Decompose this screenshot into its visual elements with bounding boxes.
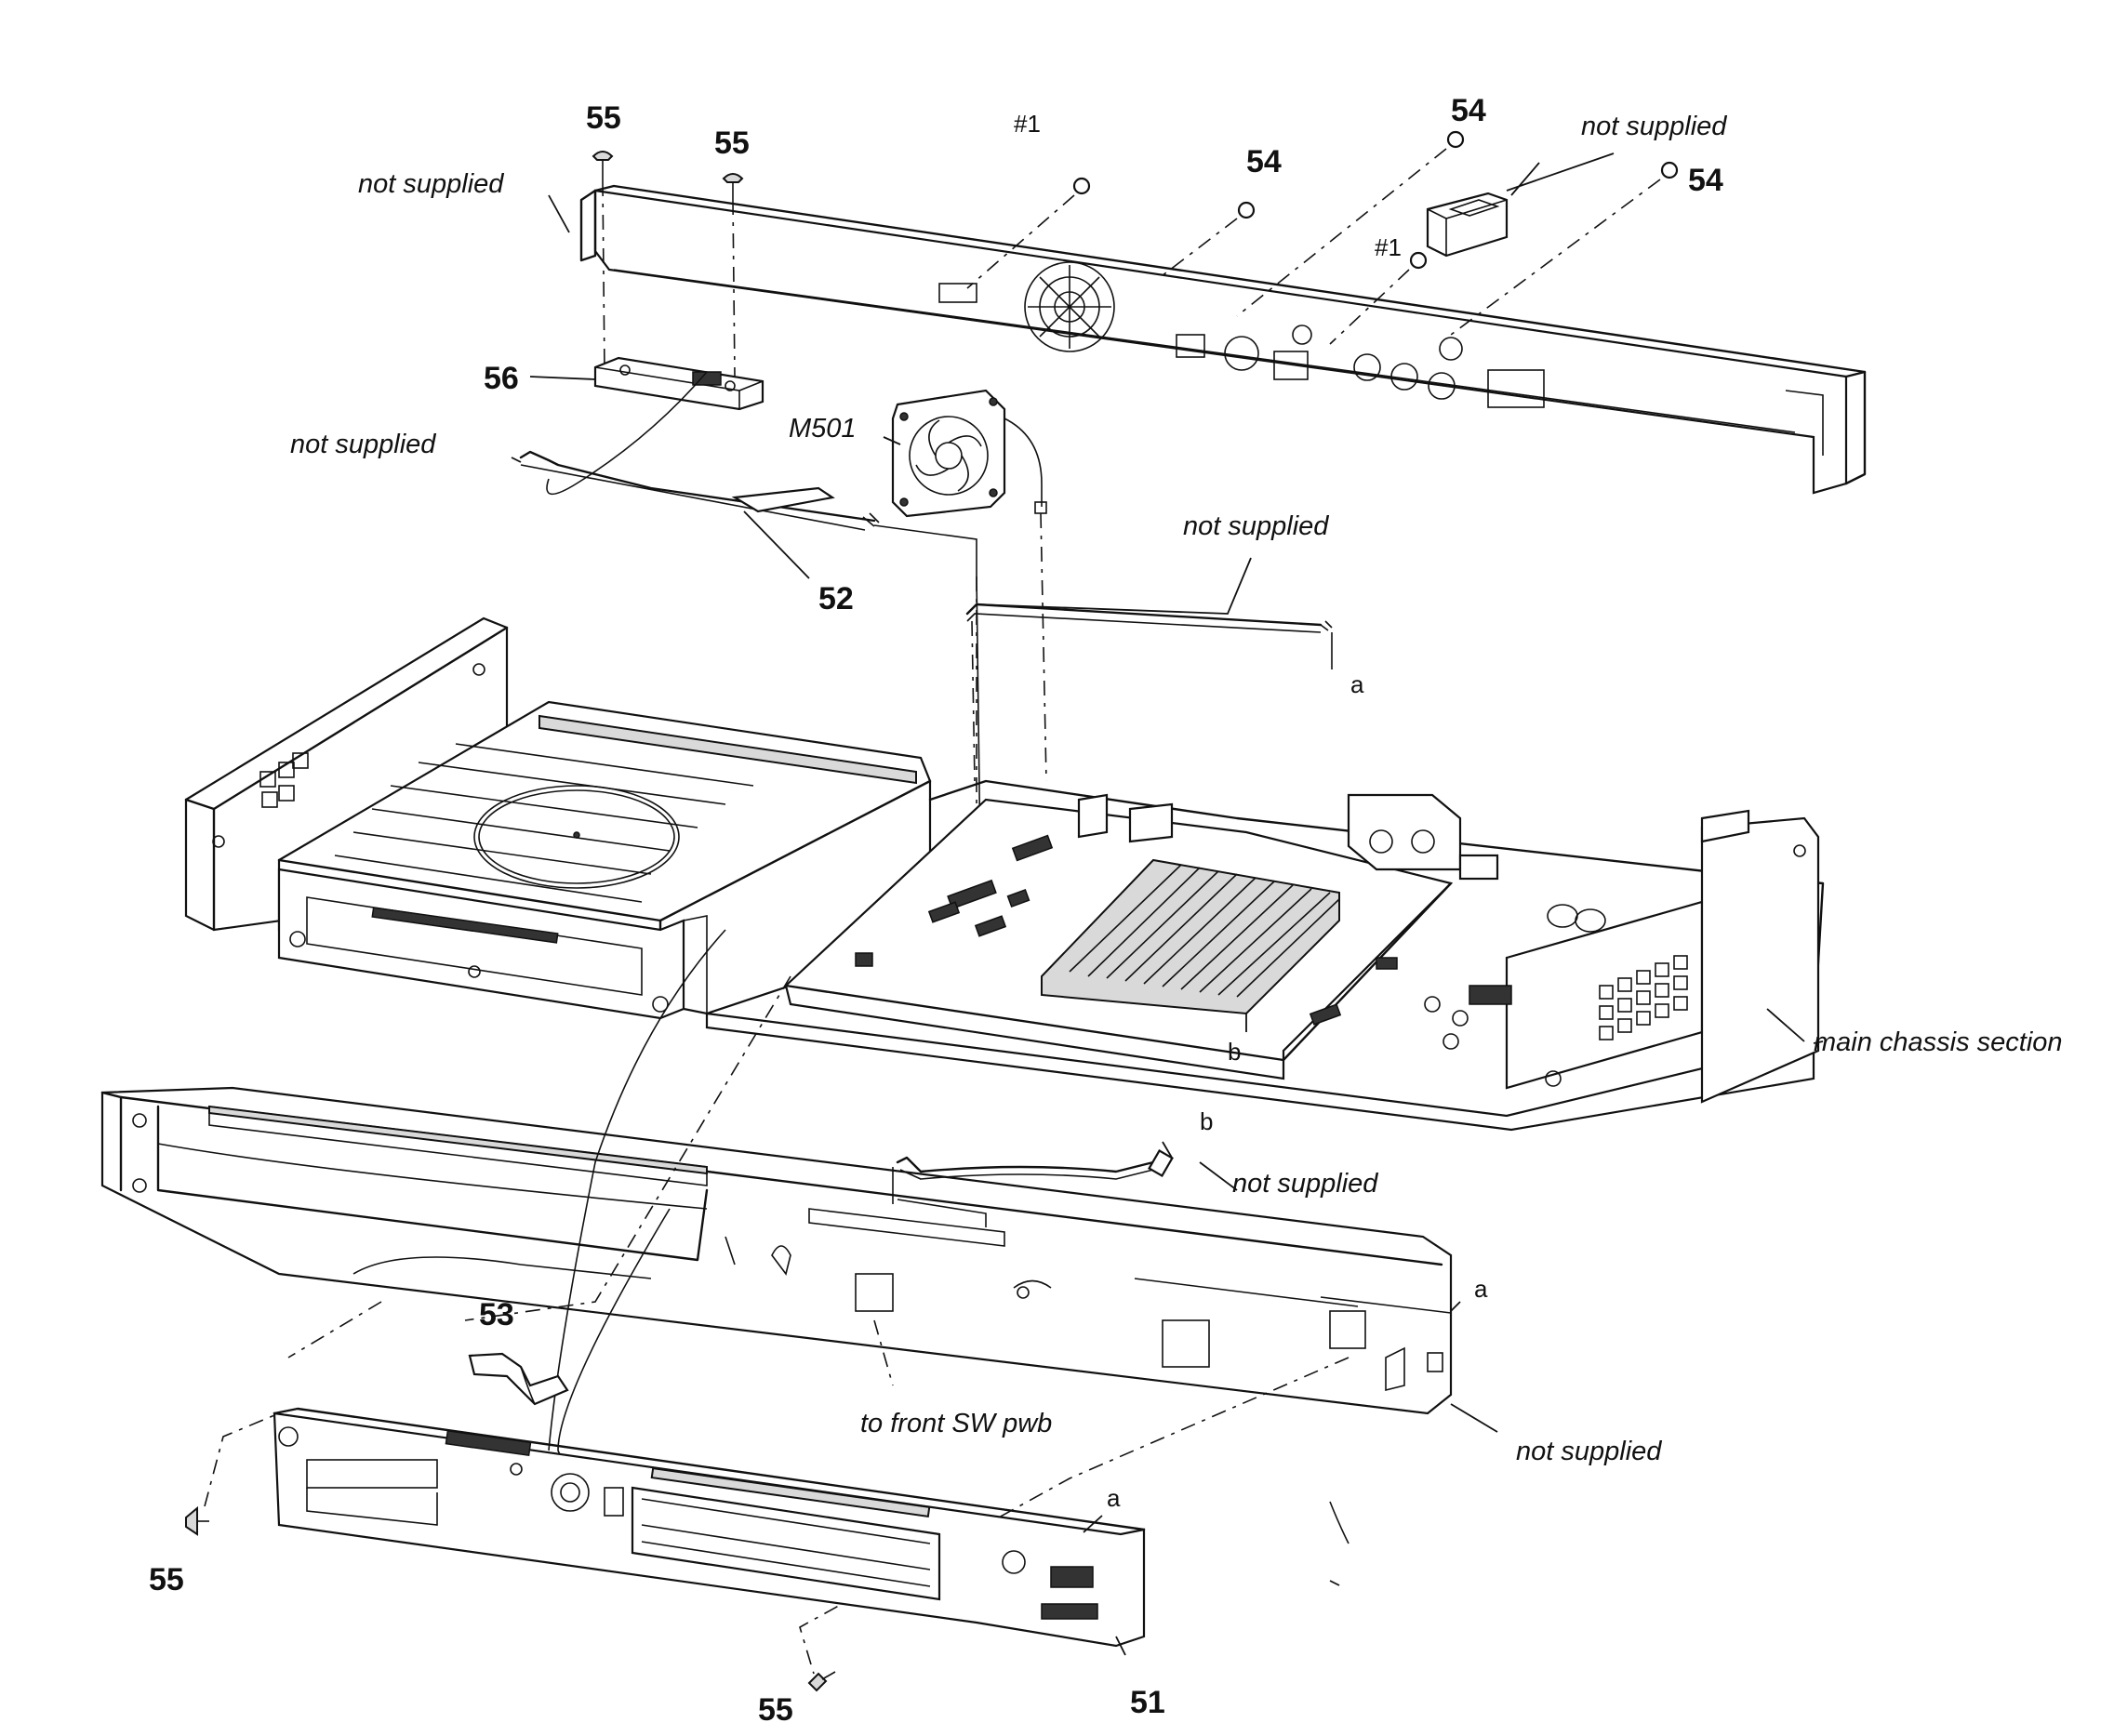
note-labels: not supplied not supplied not supplied n… bbox=[290, 112, 2063, 1466]
label-a-front: a bbox=[1474, 1275, 1488, 1303]
label-1-mid: #1 bbox=[1375, 233, 1402, 261]
label-b-cable: b bbox=[1200, 1107, 1213, 1135]
note-not-supplied-top-left: not supplied bbox=[358, 169, 504, 199]
dvd-drive-unit bbox=[184, 616, 932, 1020]
note-to-front-sw-pwb: to front SW pwb bbox=[860, 1409, 1052, 1438]
vent-holes bbox=[1599, 955, 1688, 1040]
label-a-pwb: a bbox=[1107, 1484, 1121, 1512]
label-54-mid: 54 bbox=[1246, 144, 1282, 179]
label-m501: M501 bbox=[789, 414, 857, 444]
screw-55-a-icon bbox=[592, 151, 614, 181]
cable-52 bbox=[519, 450, 982, 931]
cable-not-supplied-mid bbox=[965, 603, 1333, 782]
leader-lines bbox=[511, 152, 1824, 1656]
note-not-supplied-cable-mid: not supplied bbox=[1183, 511, 1329, 541]
screw-55-b-icon bbox=[722, 173, 744, 200]
screws-top bbox=[592, 130, 1679, 270]
cable-b bbox=[892, 1148, 1174, 1227]
label-b-board: b bbox=[1228, 1038, 1241, 1066]
screw-54-c-icon bbox=[1660, 161, 1679, 179]
heat-sink bbox=[1041, 858, 1340, 1015]
part-labels: 55 55 #1 54 54 54 #1 56 M501 52 a b b a … bbox=[149, 93, 1723, 1728]
label-55-bottom-left: 55 bbox=[149, 1562, 184, 1597]
label-a-top: a bbox=[1350, 670, 1364, 698]
bracket-not-supplied bbox=[1426, 192, 1509, 258]
label-1-top: #1 bbox=[1014, 110, 1041, 138]
flat-cable-53 bbox=[468, 1352, 569, 1406]
fan-m501 bbox=[891, 389, 1047, 782]
main-chassis bbox=[705, 779, 1825, 1132]
label-54-top: 54 bbox=[1451, 93, 1486, 128]
screw-54-b-icon bbox=[1446, 130, 1465, 149]
note-main-chassis-section: main chassis section bbox=[1814, 1027, 2063, 1057]
screw-55-d-icon bbox=[807, 1671, 836, 1692]
fan-grille bbox=[1024, 261, 1115, 352]
screw-55-c-icon bbox=[185, 1505, 209, 1536]
label-54-right: 54 bbox=[1688, 163, 1723, 198]
screw-1-a-icon bbox=[1072, 177, 1091, 195]
note-not-supplied-front-right: not supplied bbox=[1516, 1437, 1662, 1466]
note-not-supplied-top-right: not supplied bbox=[1581, 112, 1727, 141]
note-not-supplied-cable-left: not supplied bbox=[290, 430, 436, 459]
screw-54-a-icon bbox=[1237, 201, 1256, 219]
label-56: 56 bbox=[484, 361, 519, 396]
stray-mark bbox=[1329, 1501, 1350, 1544]
label-53: 53 bbox=[479, 1297, 514, 1332]
label-55-top-left: 55 bbox=[586, 100, 621, 136]
front-bracket bbox=[100, 1086, 1453, 1415]
label-51: 51 bbox=[1130, 1685, 1165, 1720]
front-pwb-51 bbox=[273, 1407, 1146, 1648]
note-not-supplied-cable-b: not supplied bbox=[1232, 1169, 1378, 1199]
screws-bottom bbox=[185, 1505, 836, 1692]
alignment-lines-top bbox=[602, 148, 1661, 378]
label-52: 52 bbox=[818, 581, 854, 616]
rear-panel bbox=[579, 184, 1867, 495]
screw-1-b-icon bbox=[1409, 251, 1428, 270]
pwb-56 bbox=[546, 356, 764, 496]
label-55-bottom: 55 bbox=[758, 1692, 793, 1728]
label-55-top-mid: 55 bbox=[714, 126, 750, 161]
